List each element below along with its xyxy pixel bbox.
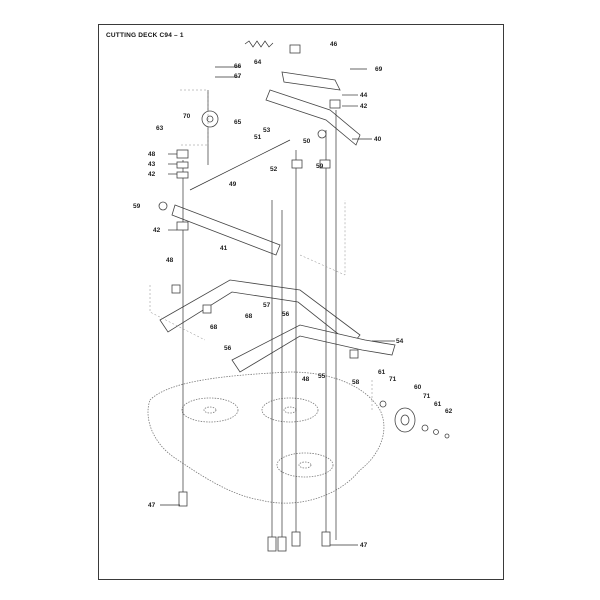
gauge-wheel [379, 400, 450, 439]
spring [244, 40, 274, 48]
callout-71: 71 [389, 376, 397, 383]
callout-68: 68 [210, 324, 218, 331]
leader-lines [160, 66, 395, 546]
callout-70: 70 [183, 113, 191, 120]
callout-54: 54 [396, 338, 404, 345]
callout-59: 59 [316, 163, 324, 170]
callout-47: 47 [360, 542, 368, 549]
callout-66: 66 [234, 63, 242, 70]
callout-42: 42 [153, 227, 161, 234]
callout-65: 65 [234, 119, 242, 126]
callout-56: 56 [282, 311, 290, 318]
callout-59: 59 [133, 203, 141, 210]
callout-68: 68 [245, 313, 253, 320]
callout-51: 51 [254, 134, 262, 141]
callout-62: 62 [445, 408, 453, 415]
callout-56: 56 [224, 345, 232, 352]
callout-61: 61 [378, 369, 386, 376]
callout-47: 47 [148, 502, 156, 509]
callout-71: 71 [423, 393, 431, 400]
callout-55: 55 [318, 373, 326, 380]
callout-52: 52 [270, 166, 278, 173]
callout-48: 48 [166, 257, 174, 264]
guide-lines [149, 89, 373, 410]
callout-60: 60 [414, 384, 422, 391]
bolts [178, 491, 331, 552]
cutting-deck-housing [147, 371, 385, 504]
callout-69: 69 [375, 66, 383, 73]
callout-48: 48 [302, 376, 310, 383]
callout-53: 53 [263, 127, 271, 134]
lift-arm-assembly [159, 71, 396, 373]
callout-43: 43 [148, 161, 156, 168]
callout-67: 67 [234, 73, 242, 80]
callout-64: 64 [254, 59, 262, 66]
callout-61: 61 [434, 401, 442, 408]
callout-42: 42 [360, 103, 368, 110]
callout-44: 44 [360, 92, 368, 99]
hardware [158, 44, 359, 359]
callout-40: 40 [374, 136, 382, 143]
callout-57: 57 [263, 302, 271, 309]
callout-48: 48 [148, 151, 156, 158]
callout-42: 42 [148, 171, 156, 178]
callout-46: 46 [330, 41, 338, 48]
callout-58: 58 [352, 379, 360, 386]
callout-50: 50 [303, 138, 311, 145]
callout-49: 49 [229, 181, 237, 188]
vertical-rods [182, 90, 337, 545]
callout-63: 63 [156, 125, 164, 132]
callout-41: 41 [220, 245, 228, 252]
diagram-title: CUTTING DECK C94 – 1 [106, 32, 184, 39]
diagram-frame [98, 24, 504, 580]
callout-labels: 46 69 64 66 67 44 42 70 65 63 53 51 50 4… [133, 41, 453, 549]
